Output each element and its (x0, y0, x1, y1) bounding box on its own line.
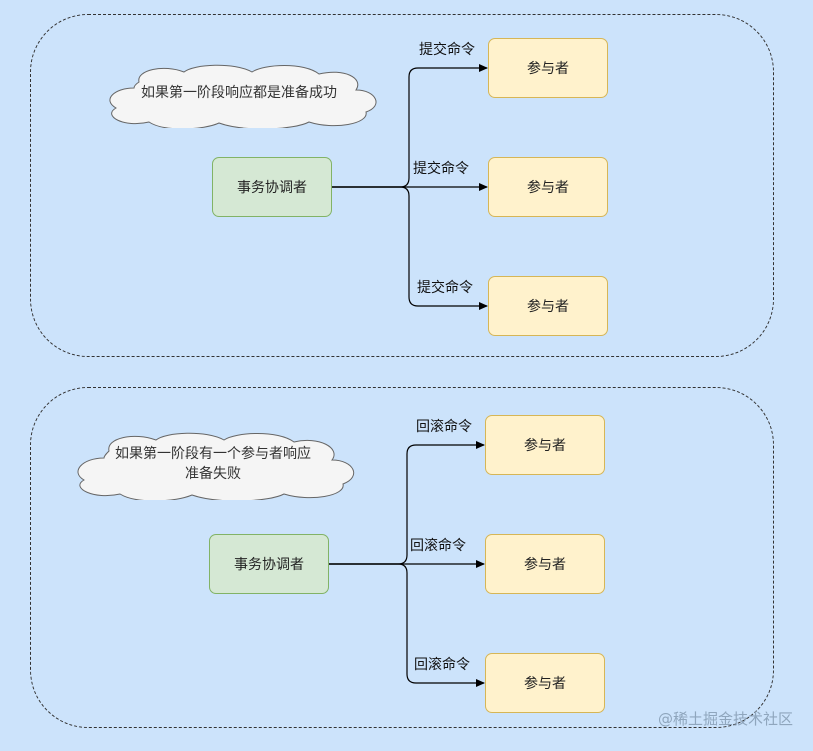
top-participant-node[interactable]: 参与者 (488, 157, 608, 217)
top-edge-label: 提交命令 (419, 42, 475, 58)
top-cloud-text: 如果第一阶段响应都是准备成功 (141, 85, 337, 101)
bottom-participant-node[interactable]: 参与者 (485, 534, 605, 594)
top-coordinator-node[interactable]: 事务协调者 (212, 157, 332, 217)
bottom-group-frame (30, 387, 774, 728)
top-condition-cloud: 如果第一阶段响应都是准备成功 (94, 58, 384, 130)
bottom-coordinator-node[interactable]: 事务协调者 (209, 534, 329, 594)
top-participant-node[interactable]: 参与者 (488, 276, 608, 336)
bottom-condition-cloud: 如果第一阶段有一个参与者响应 准备失败 (64, 428, 362, 502)
bottom-edge-label: 回滚命令 (416, 419, 472, 435)
top-edge-label: 提交命令 (417, 280, 473, 296)
cloud-shape (109, 64, 377, 130)
connector-top-3 (332, 186, 488, 310)
bottom-cloud-text: 如果第一阶段有一个参与者响应 准备失败 (115, 446, 311, 482)
bottom-participant-node[interactable]: 参与者 (485, 653, 605, 713)
watermark: @稀土掘金技术社区 (657, 710, 793, 728)
bottom-edge-label: 回滚命令 (410, 538, 466, 554)
bottom-edge-label: 回滚命令 (414, 657, 470, 673)
top-participant-node[interactable]: 参与者 (488, 38, 608, 98)
connector-bottom-3 (329, 563, 485, 687)
cloud-shape (77, 432, 355, 502)
top-edge-label: 提交命令 (413, 161, 469, 177)
top-group-frame (30, 14, 774, 357)
bottom-participant-node[interactable]: 参与者 (485, 415, 605, 475)
